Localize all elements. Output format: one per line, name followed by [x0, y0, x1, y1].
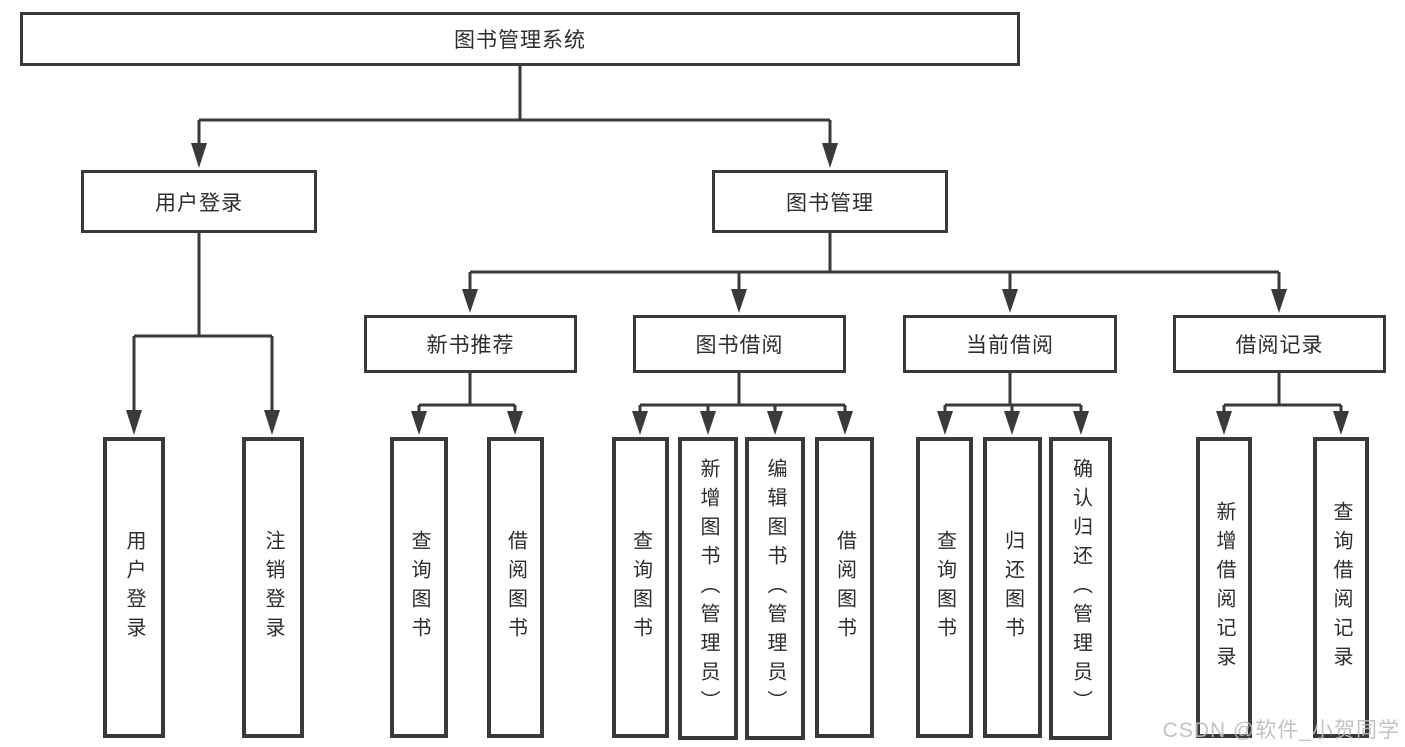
leaf-records-add-record: 新增借阅记录 — [1196, 437, 1252, 738]
node-book-management-label: 图书管理 — [786, 191, 874, 215]
leaf-current-return-books-label: 归还图书 — [1001, 529, 1024, 646]
leaf-borrowing-add-books-admin: 新增图书（管理员） — [678, 437, 738, 740]
leaf-borrowing-edit-books-admin-label: 编辑图书（管理员） — [764, 458, 786, 719]
node-borrowing-records-label: 借阅记录 — [1235, 334, 1324, 357]
leaf-current-return-books: 归还图书 — [983, 437, 1042, 738]
leaf-borrowing-borrow-books-label: 借阅图书 — [833, 529, 856, 646]
node-book-borrowing: 图书借阅 — [633, 315, 846, 373]
leaf-borrowing-query-books: 查询图书 — [612, 437, 669, 738]
leaf-recommend-query-books-label: 查询图书 — [408, 529, 430, 646]
node-current-borrowing-label: 当前借阅 — [966, 334, 1054, 357]
node-system-root-label: 图书管理系统 — [454, 29, 586, 52]
node-book-management: 图书管理 — [712, 170, 948, 233]
leaf-records-add-record-label: 新增借阅记录 — [1213, 500, 1235, 675]
leaf-current-confirm-return-admin: 确认归还（管理员） — [1049, 437, 1112, 740]
leaf-logout-login-label: 注销登录 — [262, 529, 284, 646]
node-current-borrowing: 当前借阅 — [903, 315, 1117, 373]
leaf-borrowing-query-books-label: 查询图书 — [629, 529, 652, 646]
leaf-borrowing-edit-books-admin: 编辑图书（管理员） — [745, 437, 805, 740]
leaf-current-query-books-label: 查询图书 — [933, 529, 956, 646]
leaf-logout-login: 注销登录 — [242, 437, 304, 738]
node-new-book-recommend-label: 新书推荐 — [426, 334, 515, 357]
node-book-borrowing-label: 图书借阅 — [695, 334, 784, 357]
node-borrowing-records: 借阅记录 — [1173, 315, 1386, 373]
node-user-login: 用户登录 — [81, 170, 317, 233]
leaf-current-confirm-return-admin-label: 确认归还（管理员） — [1069, 458, 1092, 719]
leaf-borrowing-borrow-books: 借阅图书 — [815, 437, 874, 738]
leaf-borrowing-add-books-admin-label: 新增图书（管理员） — [697, 458, 719, 719]
leaf-user-login: 用户登录 — [103, 437, 165, 738]
csdn-watermark: CSDN @软件_小贺同学 — [1162, 719, 1400, 742]
leaf-records-query-record: 查询借阅记录 — [1313, 437, 1369, 738]
leaf-user-login-label: 用户登录 — [123, 529, 145, 646]
leaf-recommend-borrow-books: 借阅图书 — [487, 437, 544, 738]
leaf-records-query-record-label: 查询借阅记录 — [1330, 500, 1352, 675]
node-system-root: 图书管理系统 — [20, 12, 1020, 66]
leaf-recommend-query-books: 查询图书 — [390, 437, 448, 738]
node-user-login-label: 用户登录 — [155, 191, 243, 215]
leaf-current-query-books: 查询图书 — [916, 437, 973, 738]
leaf-recommend-borrow-books-label: 借阅图书 — [504, 529, 527, 646]
node-new-book-recommend: 新书推荐 — [364, 315, 577, 373]
